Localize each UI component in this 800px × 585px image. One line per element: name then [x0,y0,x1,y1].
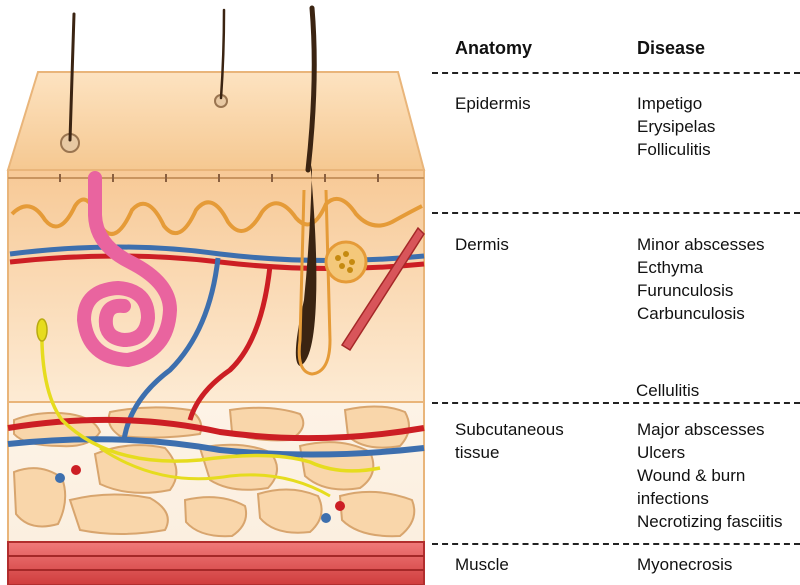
disease-header: Disease [637,38,705,59]
anatomy-subcutaneous: tissue [455,441,499,464]
disease-item: infections [637,487,709,510]
divider [432,72,800,74]
anatomy-epidermis: Epidermis [455,92,531,115]
anatomy-dermis: Dermis [455,233,509,256]
muscle-layer [8,542,424,585]
anatomy-header: Anatomy [455,38,532,59]
disease-item: Minor abscesses [637,233,765,256]
disease-item: Furunculosis [637,279,733,302]
disease-item: Wound & burn [637,464,745,487]
divider [432,212,800,214]
disease-item: Erysipelas [637,115,715,138]
anatomy-subcutaneous: Subcutaneous [455,418,564,441]
disease-item: Ecthyma [637,256,703,279]
disease-item: Carbunculosis [637,302,745,325]
disease-item: Necrotizing fasciitis [637,510,783,533]
divider [432,543,800,545]
anatomy-muscle: Muscle [455,553,509,576]
disease-item: Folliculitis [637,138,711,161]
cellulitis-label: Cellulitis [630,381,705,401]
divider [432,402,800,404]
disease-item: Ulcers [637,441,685,464]
disease-item: Impetigo [637,92,702,115]
skin-cross-section-illustration [0,0,430,585]
disease-item: Myonecrosis [637,553,732,576]
disease-item: Major abscesses [637,418,765,441]
